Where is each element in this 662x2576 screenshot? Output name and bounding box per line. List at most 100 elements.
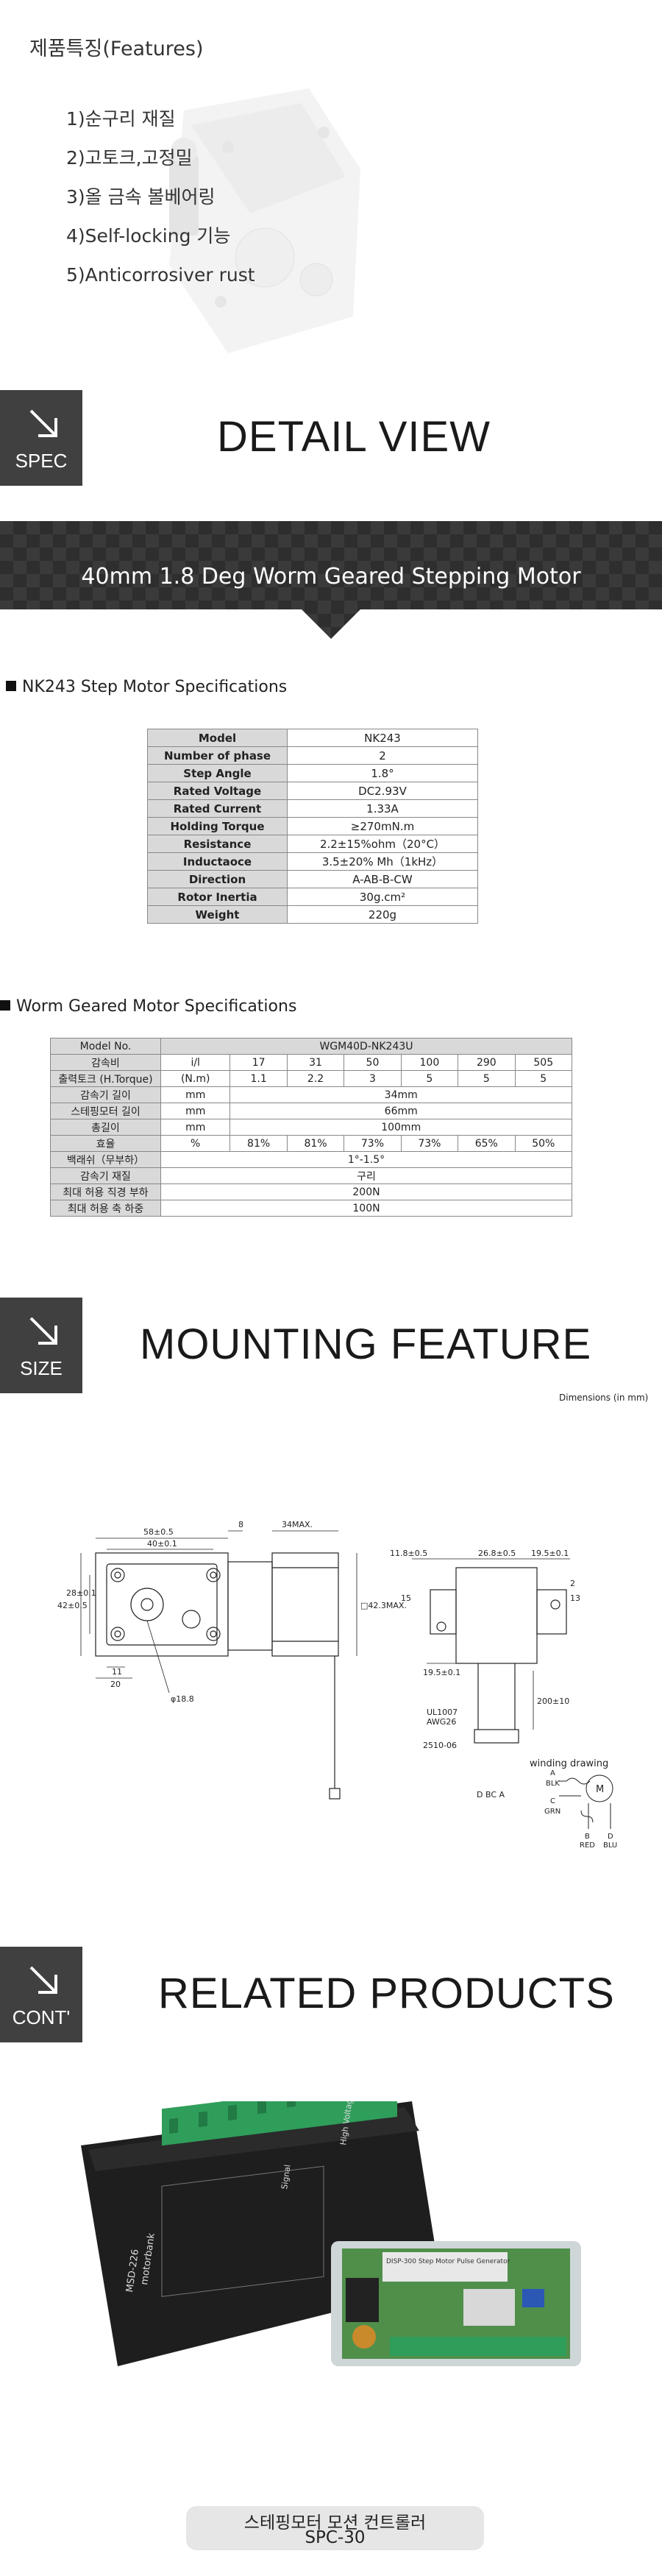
feature-item: 2)고토크,고정밀: [66, 147, 193, 169]
table-cell: Model: [147, 729, 288, 747]
table-row: 출력토크 (H.Torque) (N.m) 1.1 2.2 3 5 5 5: [50, 1070, 573, 1087]
table-cell: 2: [287, 746, 478, 765]
dim-label: 26.8±0.5: [478, 1549, 516, 1558]
table-cell: 5: [514, 1070, 573, 1087]
dim-label: D BC A: [477, 1790, 505, 1800]
table-row: 총길이 mm 100mm: [50, 1119, 572, 1136]
table-cell: 3: [344, 1070, 402, 1087]
wire-label: BLU: [603, 1841, 617, 1850]
worm-spec-table: Model No. WGM40D-NK243U 감속비 i/l 17 31 50…: [50, 1038, 573, 1217]
feature-item: 5)Anticorrosiver rust: [66, 264, 255, 286]
board-label: DISP-300 Step Motor Pulse Generator: [386, 2258, 510, 2265]
table-cell: 1.1: [229, 1070, 288, 1087]
table-row: 스테핑모터 길이 mm 66mm: [50, 1103, 572, 1119]
wire-label: A: [550, 1769, 555, 1777]
table-cell: 34mm: [229, 1086, 572, 1103]
table-row: 감속비 i/l 17 31 50 100 290 505: [50, 1054, 573, 1071]
table-row: 감속기 길이 mm 34mm: [50, 1086, 572, 1103]
cont-badge-label: CONT': [12, 2006, 71, 2028]
table-cell: Rated Voltage: [147, 782, 288, 800]
table-cell: Number of phase: [147, 746, 288, 765]
dim-label: 58±0.5: [143, 1527, 174, 1537]
table-cell: Holding Torque: [147, 817, 288, 835]
features-title: 제품특징(Features): [29, 38, 204, 60]
table-cell: 290: [458, 1054, 516, 1071]
table-cell: Inductaoce: [147, 852, 288, 871]
dim-label: 11.8±0.5: [390, 1549, 427, 1558]
table-cell: mm: [160, 1119, 231, 1136]
feature-item: 4)Self-locking 기능: [66, 225, 231, 247]
table-cell: 100mm: [229, 1119, 572, 1136]
table-cell: (N.m): [160, 1070, 231, 1087]
table-cell: 1.33A: [287, 799, 478, 818]
table-cell: 2.2±15%ohm（20°C）: [287, 835, 478, 853]
table-cell: 17: [229, 1054, 288, 1071]
banner-background: [0, 521, 662, 639]
table-cell: 220g: [287, 905, 478, 924]
table-cell: 31: [286, 1054, 345, 1071]
table-cell: 구리: [160, 1167, 572, 1184]
nk243-heading: NK243 Step Motor Specifications: [6, 678, 287, 696]
table-cell: 스테핑모터 길이: [50, 1103, 161, 1119]
size-badge: SIZE: [0, 1298, 82, 1393]
table-cell: A-AB-B-CW: [287, 870, 478, 888]
table-row: 감속기 재질 구리: [50, 1167, 572, 1184]
arrow-down-right-icon: [29, 1317, 57, 1345]
table-cell: Step Angle: [147, 764, 288, 782]
products-photo: MSD-226 motorbank High Voltage Signal DI…: [81, 2101, 581, 2366]
table-cell: 200N: [160, 1183, 572, 1200]
table-cell: 2.2: [286, 1070, 345, 1087]
features-list: 1)순구리 재질 2)고토크,고정밀 3)올 금속 볼베어링 4)Self-lo…: [66, 99, 255, 294]
product-banner: 40mm 1.8 Deg Worm Geared Stepping Motor: [0, 521, 662, 639]
table-cell: 출력토크 (H.Torque): [50, 1070, 161, 1087]
table-cell: Resistance: [147, 835, 288, 853]
wire-label: D: [608, 1833, 613, 1841]
table-cell: Direction: [147, 870, 288, 888]
table-cell: 백래쉬（무부하）: [50, 1151, 161, 1168]
wire-label: RED: [580, 1841, 595, 1850]
square-bullet-icon: [0, 1000, 10, 1011]
dim-label: 15: [401, 1593, 411, 1603]
table-row: 최대 허용 축 하중 100N: [50, 1200, 572, 1217]
arrow-down-right-icon: [29, 1966, 57, 1994]
table-cell: 73%: [400, 1135, 459, 1152]
product-model: SPC-30: [305, 2528, 366, 2547]
dim-label: φ18.8: [171, 1694, 194, 1704]
table-row: Model No. WGM40D-NK243U: [50, 1038, 572, 1055]
winding-title: winding drawing: [530, 1758, 608, 1769]
mounting-feature-heading: MOUNTING FEATURE: [140, 1320, 592, 1368]
dim-label: 19.5±0.1: [423, 1668, 460, 1677]
table-cell: ≥270mN.m: [287, 817, 478, 835]
table-cell: i/l: [160, 1054, 231, 1071]
nk243-heading-text: NK243 Step Motor Specifications: [22, 678, 288, 696]
worm-heading: Worm Geared Motor Specifications: [0, 997, 296, 1016]
wire-label: GRN: [544, 1808, 560, 1816]
table-cell: 73%: [344, 1135, 402, 1152]
table-cell: Weight: [147, 905, 288, 924]
dim-label: 13: [570, 1593, 580, 1603]
size-badge-label: SIZE: [20, 1357, 63, 1379]
table-cell: 65%: [458, 1135, 516, 1152]
dim-label: 19.5±0.1: [531, 1549, 569, 1558]
mounting-drawing: 58±0.5 40±0.1 8 34MAX. 42±0.5 28±0.1 11 …: [57, 1520, 617, 1850]
table-cell: mm: [160, 1086, 231, 1103]
table-cell: 감속비: [50, 1054, 161, 1071]
dim-label: 2510-06: [423, 1741, 457, 1750]
table-row: 백래쉬（무부하） 1°-1.5°: [50, 1151, 572, 1168]
wire-label: BLK: [546, 1780, 560, 1788]
feature-item: 3)올 금속 볼베어링: [66, 186, 216, 208]
square-bullet-icon: [6, 681, 16, 691]
product-name: 스테핑모터 모션 컨트롤러: [243, 2513, 427, 2533]
worm-motor-photo: [140, 81, 382, 361]
table-cell: 효율: [50, 1135, 161, 1152]
dim-label: 20: [110, 1680, 121, 1689]
table-cell: 66mm: [229, 1103, 572, 1119]
table-cell: 30g.cm²: [287, 888, 478, 906]
